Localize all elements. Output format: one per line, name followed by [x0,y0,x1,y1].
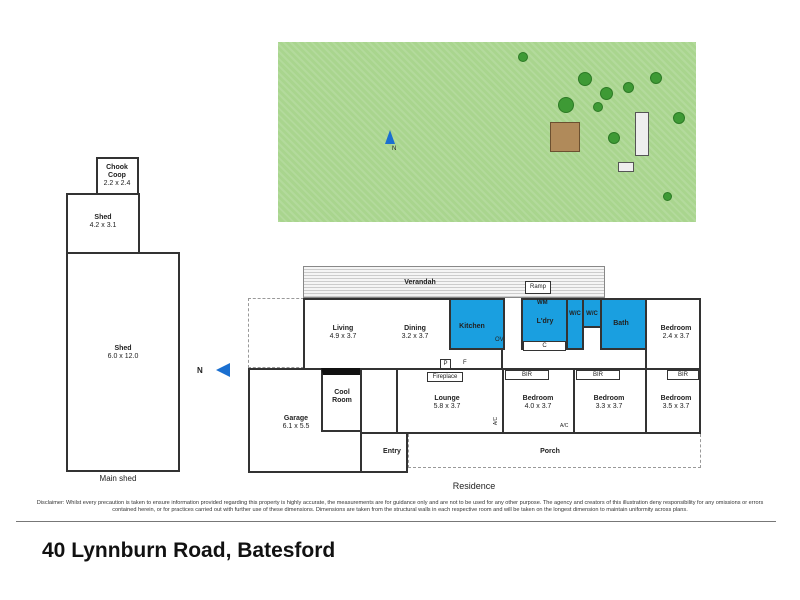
entry-label: Entry [383,448,401,455]
bedroom-rear [645,298,701,370]
hall [360,368,398,434]
north-arrow-icon [385,130,395,144]
room-name: Bedroom [522,395,554,402]
fireplace-label: Fireplace [427,372,463,382]
divider [16,521,776,522]
disclaimer: Disclaimer: Whilst every precaution is t… [36,500,764,513]
f-label: F [463,360,467,366]
ramp: Ramp [525,281,551,294]
residence-caption: Residence [452,481,496,491]
room-name: Shed [94,214,112,221]
north-label: N [197,366,203,375]
chook-coop [96,157,139,195]
room-name: Bedroom [660,325,692,332]
room-dims: 4.2 x 3.1 [89,222,117,229]
shed-large [66,252,180,472]
room-dims: 3.2 x 3.7 [401,333,429,340]
porch-label: Porch [540,448,560,455]
room-dims: 4.0 x 3.7 [524,403,552,410]
site-plan: N [278,42,696,222]
wc1-label: W/C [569,311,581,317]
bir-label: BIR [576,370,620,380]
room-name: Living [332,325,354,332]
room-dims: 6.1 x 5.5 [282,423,310,430]
room-dims: 2.4 x 3.7 [662,333,690,340]
room-dims: 2.2 x 2.4 [103,180,131,187]
cool-room-label: Cool Room [332,389,352,404]
ac-label: A/C [560,423,569,429]
site-north-label: N [392,146,397,152]
room-dims: 4.9 x 3.7 [329,333,357,340]
room-name: Bedroom [593,395,625,402]
cupboard-label: C [523,341,566,351]
bir-label: BIR [505,370,549,380]
verandah-label: Verandah [404,279,436,286]
outline-dotted [248,298,304,368]
p-label: P [440,359,451,369]
kitchen-label: Kitchen [459,323,485,330]
address-title: 40 Lynnburn Road, Batesford [42,539,336,562]
room-name: Bedroom [660,395,692,402]
verandah [303,266,605,298]
ac-label: A/C [493,416,500,426]
room-name: Lounge [434,395,460,402]
room-dims: 6.0 x 12.0 [107,353,139,360]
room-name: Chook Coop [106,164,128,179]
porch [408,434,701,468]
north-arrow-icon [216,363,230,377]
room-name: Shed [114,345,132,352]
room-name: Garage [283,415,309,422]
cool-room [321,368,362,432]
wc2-label: W/C [586,311,598,317]
entry [360,432,408,473]
room-dims: 3.3 x 3.7 [595,403,623,410]
bir-label: BIR [667,370,699,380]
room-dims: 3.5 x 3.7 [662,403,690,410]
shed-small [66,193,140,254]
kitchen [449,298,505,350]
washing-machine-label: WM [537,300,548,306]
oven-label: OV [495,337,504,343]
room-name: Dining [404,325,426,332]
bath-label: Bath [613,320,629,327]
room-dims: 5.8 x 3.7 [433,403,461,410]
laundry-label: L'dry [536,318,554,325]
main-shed-caption: Main shed [99,474,137,483]
